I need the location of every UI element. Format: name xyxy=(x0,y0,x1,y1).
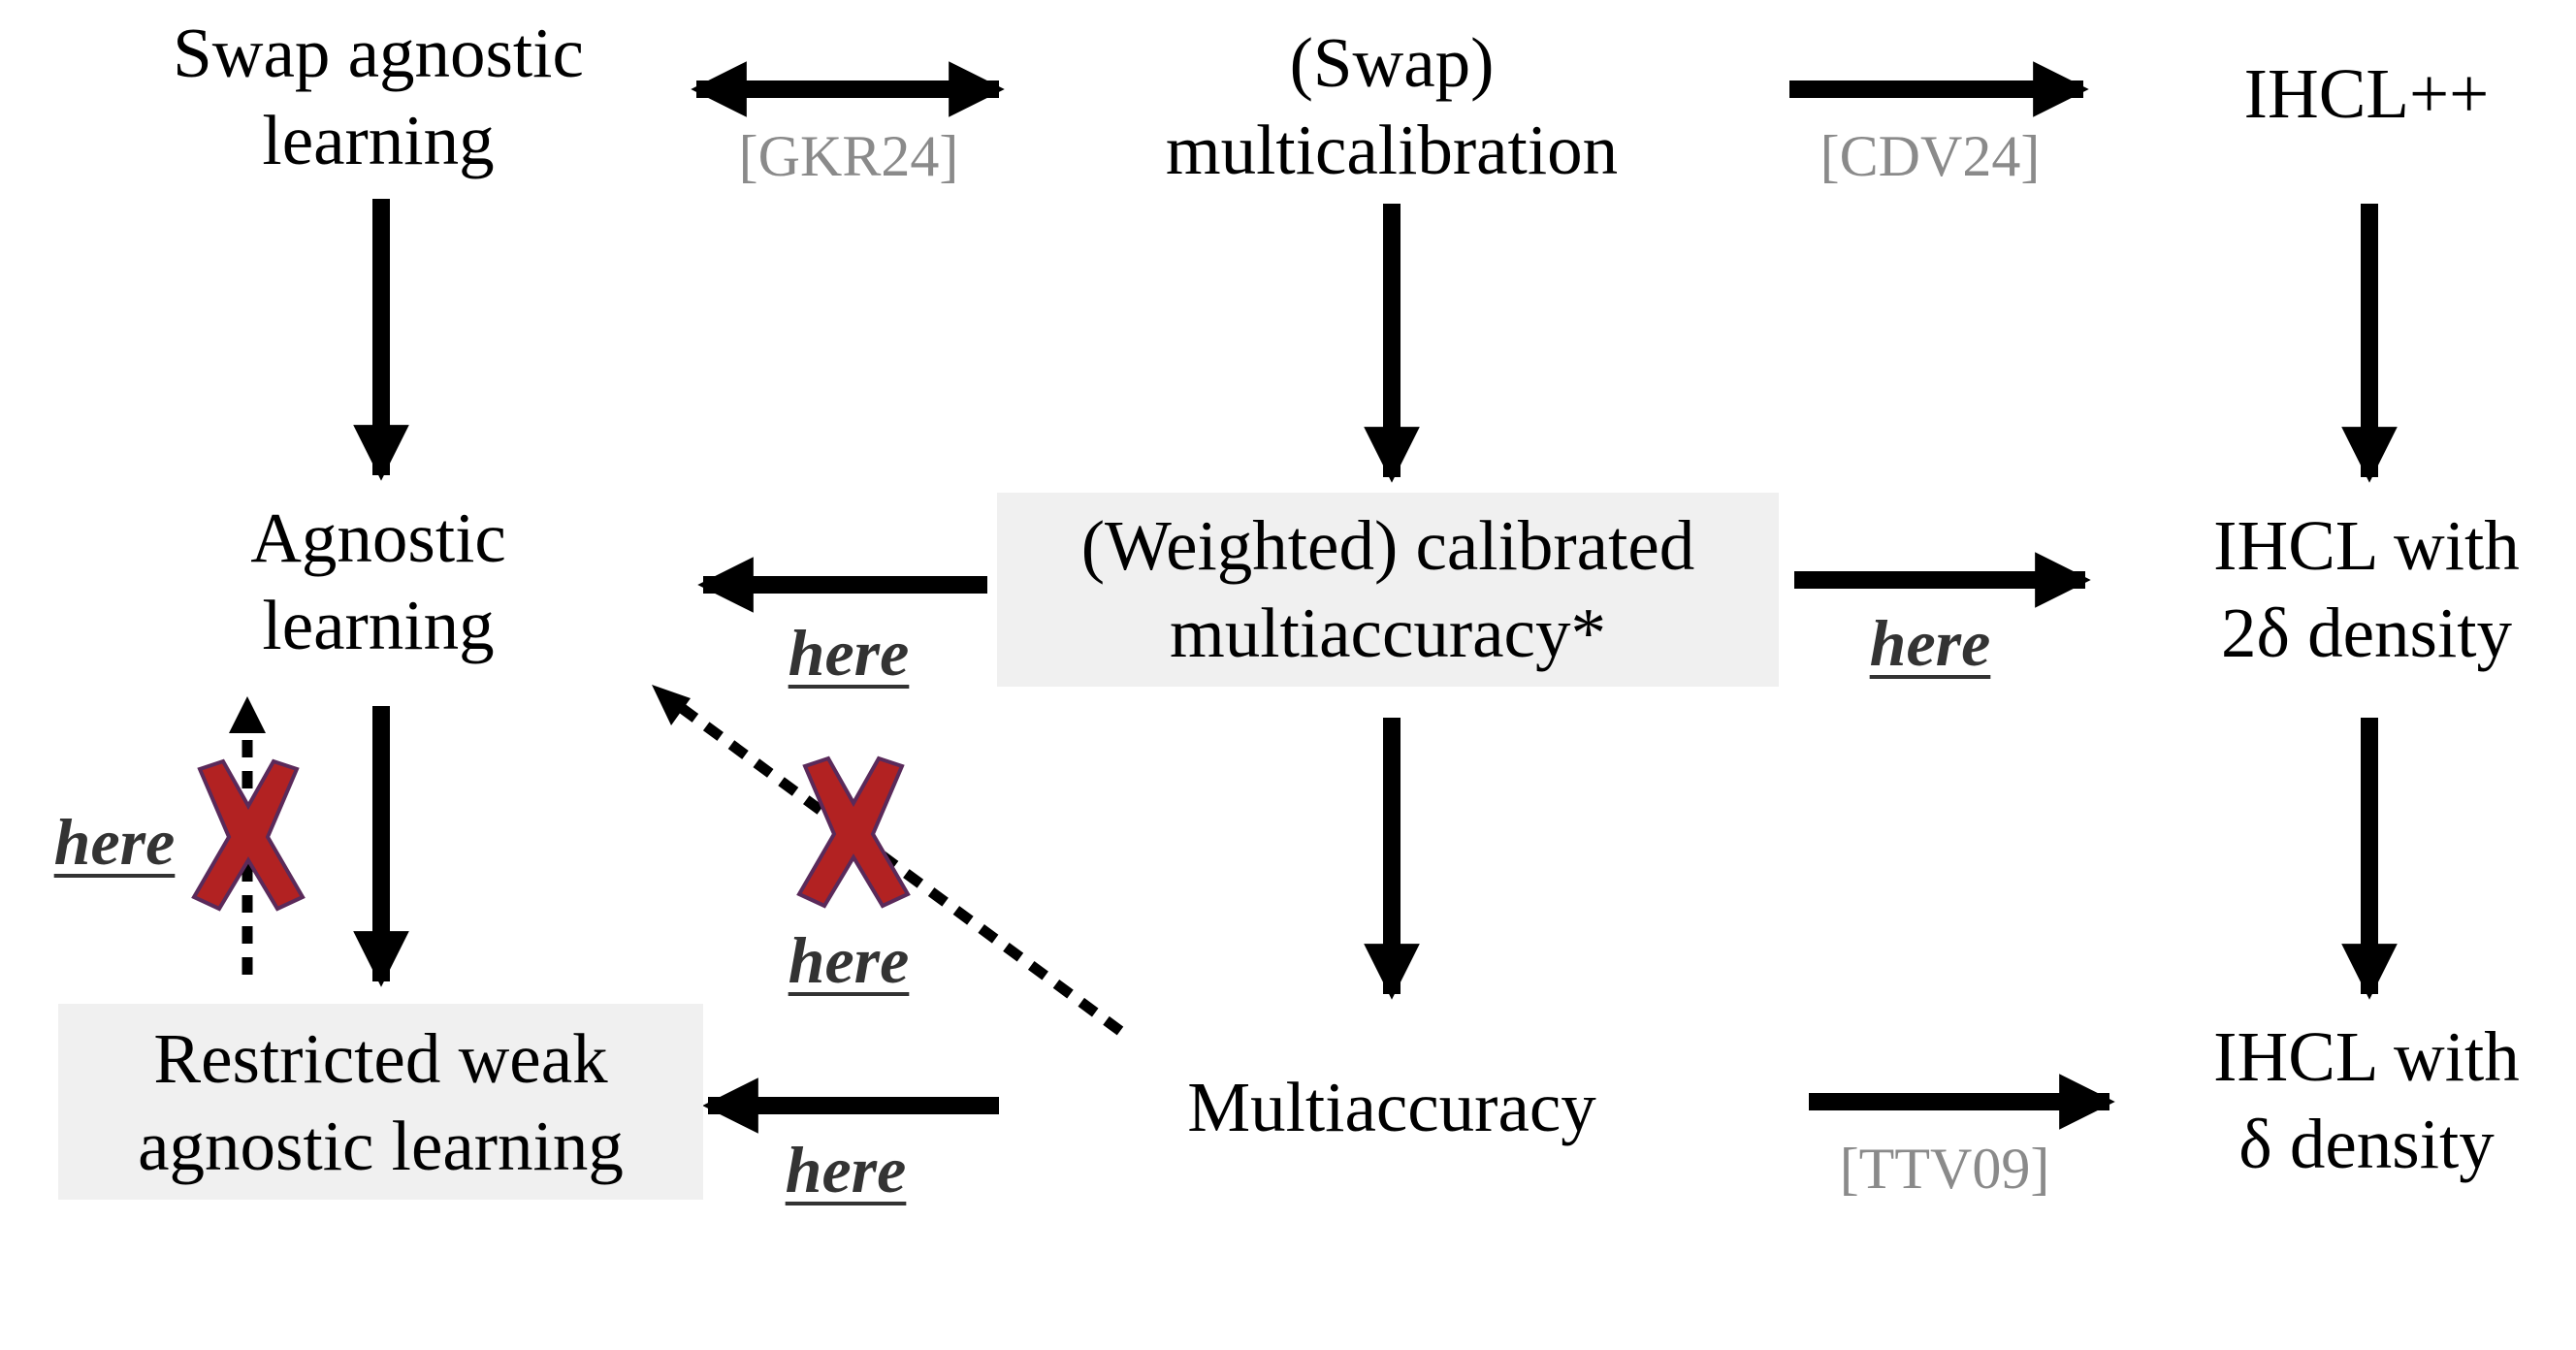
node-line: Restricted weak xyxy=(153,1019,608,1098)
red-cross-icon xyxy=(796,755,911,909)
node-line: Multiaccuracy xyxy=(1187,1068,1596,1146)
node-line: IHCL with xyxy=(2213,1017,2520,1096)
node-weighted-calibrated-multiaccuracy: (Weighted) calibrated multiaccuracy* xyxy=(997,493,1779,687)
node-line: 2δ density xyxy=(2220,594,2513,672)
node-swap-multicalibration: (Swap) multicalibration xyxy=(1086,19,1697,194)
node-ihcl-2delta-density: IHCL with 2δ density xyxy=(2163,502,2570,677)
node-swap-agnostic-learning: Swap agnostic learning xyxy=(116,10,640,184)
dotted-arrow-head-diagonal xyxy=(652,685,691,725)
node-ihcl-delta-density: IHCL with δ density xyxy=(2163,1013,2570,1188)
citation-gkr24: [GKR24] xyxy=(738,124,959,188)
node-multiaccuracy: Multiaccuracy xyxy=(1101,1064,1683,1151)
node-line: IHCL with xyxy=(2213,506,2520,585)
here-label-left-vertical: here xyxy=(53,805,176,879)
here-label-multiaccuracy-to-restricted: here xyxy=(785,1133,907,1206)
node-line: δ density xyxy=(2238,1105,2495,1183)
node-agnostic-learning: Agnostic learning xyxy=(175,495,582,669)
node-line: Swap agnostic xyxy=(173,14,584,92)
here-label-diagonal: here xyxy=(788,923,910,997)
node-restricted-weak-agnostic-learning: Restricted weak agnostic learning xyxy=(58,1004,703,1200)
node-line: (Weighted) calibrated xyxy=(1080,506,1695,585)
citation-ttv09: [TTV09] xyxy=(1839,1137,2050,1201)
here-label-weighted-to-ihcl: here xyxy=(1869,606,1991,680)
node-line: (Swap) xyxy=(1289,23,1495,102)
node-ihcl-plus-plus: IHCL++ xyxy=(2163,50,2570,138)
node-line: learning xyxy=(262,101,495,179)
node-line: learning xyxy=(262,586,495,664)
dotted-arrow-head-vertical xyxy=(229,696,266,733)
red-cross-icon xyxy=(191,758,306,912)
node-line: agnostic learning xyxy=(138,1107,624,1185)
node-line: multiaccuracy* xyxy=(1170,594,1606,672)
here-label-weighted-to-agnostic: here xyxy=(788,616,910,690)
node-line: Agnostic xyxy=(250,498,506,577)
node-line: multicalibration xyxy=(1165,111,1619,189)
node-line: IHCL++ xyxy=(2243,54,2490,133)
citation-cdv24: [CDV24] xyxy=(1819,124,2041,188)
